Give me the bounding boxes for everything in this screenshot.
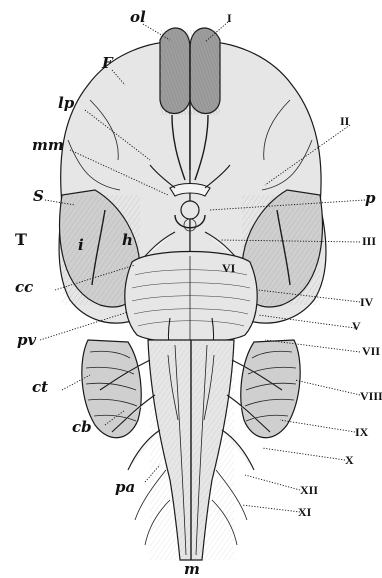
- label-F: F: [101, 54, 114, 72]
- label-s: S: [33, 187, 44, 205]
- pituitary: [181, 201, 199, 219]
- label-XII: XII: [300, 483, 318, 497]
- label-X: X: [345, 453, 354, 467]
- label-IX: IX: [355, 425, 369, 439]
- label-mm: mm: [32, 136, 64, 154]
- label-T: T: [15, 230, 27, 249]
- pons: [125, 252, 257, 353]
- label-cb: cb: [72, 418, 92, 436]
- medulla: [100, 340, 282, 560]
- label-pv: pv: [17, 331, 36, 349]
- label-VIII: VIII: [360, 389, 382, 403]
- label-i: i: [78, 236, 84, 254]
- label-m: m: [184, 560, 200, 578]
- label-V: V: [352, 319, 361, 333]
- label-h: h: [122, 231, 133, 249]
- label-pa: pa: [115, 478, 135, 496]
- label-ct: ct: [32, 378, 48, 396]
- label-III: III: [362, 234, 376, 248]
- label-XI: XI: [298, 505, 312, 519]
- label-I: I: [227, 11, 232, 25]
- label-II: II: [340, 114, 350, 128]
- label-VI: VI: [222, 261, 236, 275]
- label-ol: ol: [130, 8, 146, 26]
- label-cc: cc: [15, 278, 33, 296]
- label-IV: IV: [360, 295, 374, 309]
- label-lp: lp: [58, 94, 75, 112]
- label-VII: VII: [362, 344, 380, 358]
- label-p: p: [365, 189, 376, 207]
